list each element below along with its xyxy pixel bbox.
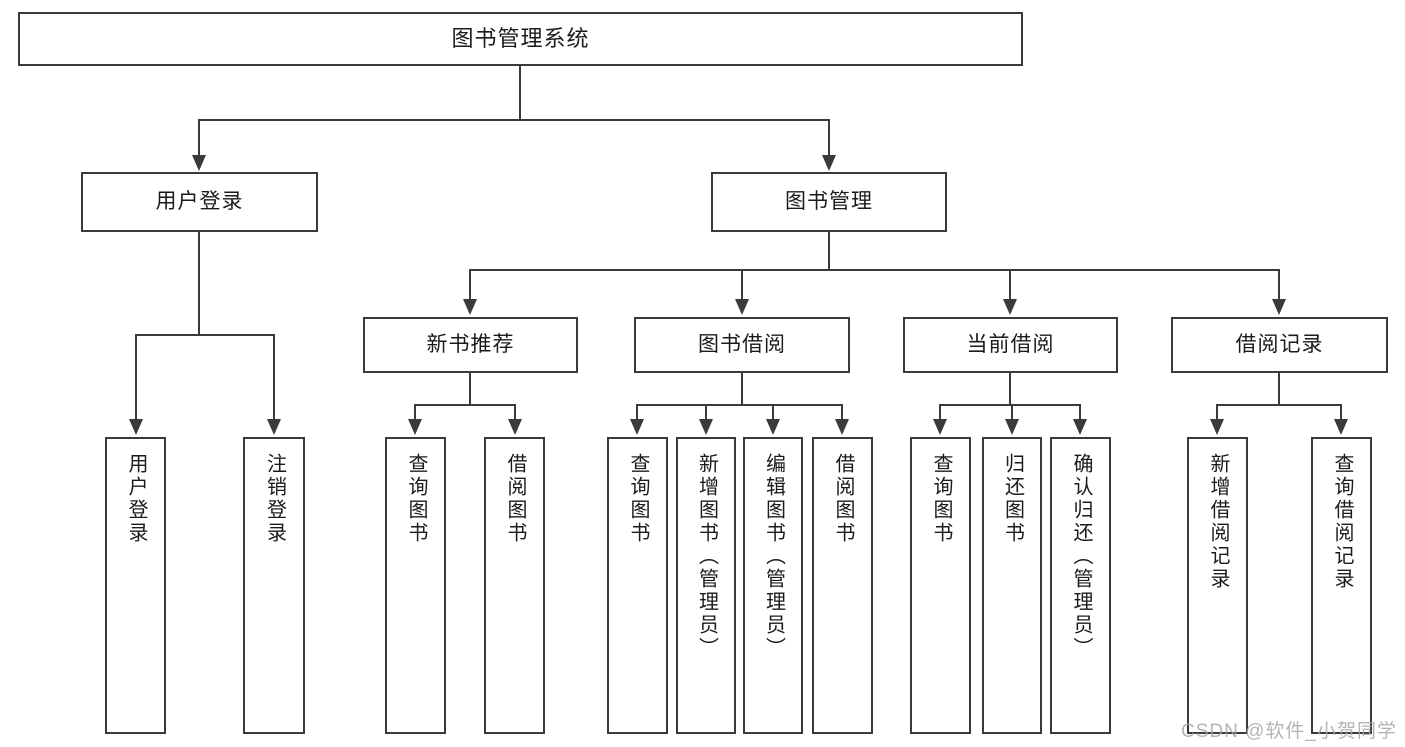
arrowhead-leaf-query-record [1334, 419, 1348, 435]
connector-new-book-stem [469, 373, 471, 406]
connector-book-manage-drop-4 [1278, 269, 1280, 300]
connector-current-borrow-drop-1 [939, 404, 941, 420]
leaf-label: 借阅图书 [832, 453, 854, 545]
connector-current-borrow-bus [939, 404, 1081, 406]
node-borrow-record[interactable]: 借阅记录 [1171, 317, 1388, 373]
connector-book-manage-drop-3 [1009, 269, 1011, 300]
leaf-query-book-borrow[interactable]: 查询图书 [607, 437, 668, 734]
connector-book-borrow-drop-2 [705, 404, 707, 420]
connector-root-drop-1 [198, 119, 200, 156]
leaf-label: 查询借阅记录 [1331, 453, 1353, 591]
arrowhead-leaf-confirm-return [1073, 419, 1087, 435]
arrowhead-leaf-edit-book [766, 419, 780, 435]
arrowhead-leaf-borrow-book-1 [508, 419, 522, 435]
node-label: 新书推荐 [426, 333, 515, 357]
leaf-logout[interactable]: 注销登录 [243, 437, 305, 734]
leaf-label: 新增图书（管理员） [695, 453, 718, 660]
leaf-add-book-admin[interactable]: 新增图书（管理员） [676, 437, 736, 734]
connector-user-login-bus [135, 334, 273, 336]
connector-book-borrow-drop-1 [636, 404, 638, 420]
leaf-label: 确认归还（管理员） [1070, 453, 1092, 660]
leaf-borrow-book[interactable]: 借阅图书 [812, 437, 873, 734]
leaf-user-login[interactable]: 用户登录 [105, 437, 166, 734]
node-label: 图书借阅 [698, 333, 786, 357]
node-current-borrow[interactable]: 当前借阅 [903, 317, 1118, 373]
leaf-borrow-book-newbook[interactable]: 借阅图书 [484, 437, 545, 734]
leaf-edit-book-admin[interactable]: 编辑图书（管理员） [743, 437, 803, 734]
leaf-query-book-newbook[interactable]: 查询图书 [385, 437, 446, 734]
arrowhead-leaf-query-book-3 [933, 419, 947, 435]
leaf-label: 查询图书 [405, 453, 427, 545]
node-book-borrow[interactable]: 图书借阅 [634, 317, 850, 373]
node-label: 借阅记录 [1235, 333, 1324, 357]
arrowhead-leaf-return-book [1005, 419, 1019, 435]
arrowhead-to-user-login [192, 155, 206, 171]
leaf-query-borrow-record[interactable]: 查询借阅记录 [1311, 437, 1372, 734]
connector-new-book-bus [414, 404, 516, 406]
leaf-label: 新增借阅记录 [1207, 453, 1229, 591]
connector-book-manage-drop-1 [469, 269, 471, 300]
leaf-label: 编辑图书（管理员） [762, 453, 785, 660]
node-label: 图书管理 [785, 190, 873, 214]
leaf-label: 借阅图书 [504, 453, 526, 545]
leaf-label: 注销登录 [263, 453, 286, 545]
node-user-login[interactable]: 用户登录 [81, 172, 318, 232]
connector-user-login-stem [198, 232, 200, 335]
arrowhead-leaf-add-book [699, 419, 713, 435]
connector-book-manage-drop-2 [741, 269, 743, 300]
connector-book-borrow-bus [636, 404, 842, 406]
leaf-add-borrow-record[interactable]: 新增借阅记录 [1187, 437, 1248, 734]
arrowhead-to-book-borrow [735, 299, 749, 315]
arrowhead-to-borrow-record [1272, 299, 1286, 315]
connector-book-borrow-drop-3 [772, 404, 774, 420]
arrowhead-leaf-logout [267, 419, 281, 435]
arrowhead-to-book-manage [822, 155, 836, 171]
node-book-management[interactable]: 图书管理 [711, 172, 947, 232]
connector-current-borrow-drop-3 [1079, 404, 1081, 420]
connector-borrow-record-drop-1 [1216, 404, 1218, 420]
connector-root-bus [198, 119, 830, 121]
connector-book-borrow-drop-4 [841, 404, 843, 420]
leaf-label: 查询图书 [930, 453, 952, 545]
connector-root-stem [519, 66, 521, 120]
arrowhead-leaf-add-record [1210, 419, 1224, 435]
node-label: 当前借阅 [966, 333, 1055, 357]
node-new-book-recommend[interactable]: 新书推荐 [363, 317, 578, 373]
connector-new-book-drop-1 [414, 404, 416, 420]
connector-user-login-drop-1 [135, 334, 137, 420]
connector-book-manage-stem [828, 232, 830, 271]
node-root-system[interactable]: 图书管理系统 [18, 12, 1023, 66]
arrowhead-leaf-query-book-1 [408, 419, 422, 435]
connector-user-login-drop-2 [273, 334, 275, 420]
leaf-return-book[interactable]: 归还图书 [982, 437, 1042, 734]
connector-borrow-record-bus [1216, 404, 1342, 406]
connector-new-book-drop-2 [514, 404, 516, 420]
node-label: 图书管理系统 [451, 25, 590, 51]
csdn-watermark: CSDN @软件_小贺同学 [1181, 721, 1397, 742]
leaf-label: 归还图书 [1001, 453, 1024, 545]
connector-book-borrow-stem [741, 373, 743, 406]
node-label: 用户登录 [155, 190, 244, 214]
connector-current-borrow-drop-2 [1011, 404, 1013, 420]
connector-root-drop-2 [828, 119, 830, 156]
leaf-label: 查询图书 [627, 453, 649, 545]
arrowhead-leaf-borrow-book-2 [835, 419, 849, 435]
leaf-confirm-return-admin[interactable]: 确认归还（管理员） [1050, 437, 1111, 734]
connector-borrow-record-stem [1278, 373, 1280, 406]
arrowhead-leaf-user-login [129, 419, 143, 435]
arrowhead-leaf-query-book-2 [630, 419, 644, 435]
connector-current-borrow-stem [1009, 373, 1011, 406]
leaf-query-book-current[interactable]: 查询图书 [910, 437, 971, 734]
connector-book-manage-bus [469, 269, 1280, 271]
connector-borrow-record-drop-2 [1340, 404, 1342, 420]
arrowhead-to-new-book [463, 299, 477, 315]
arrowhead-to-current-borrow [1003, 299, 1017, 315]
leaf-label: 用户登录 [125, 453, 147, 545]
